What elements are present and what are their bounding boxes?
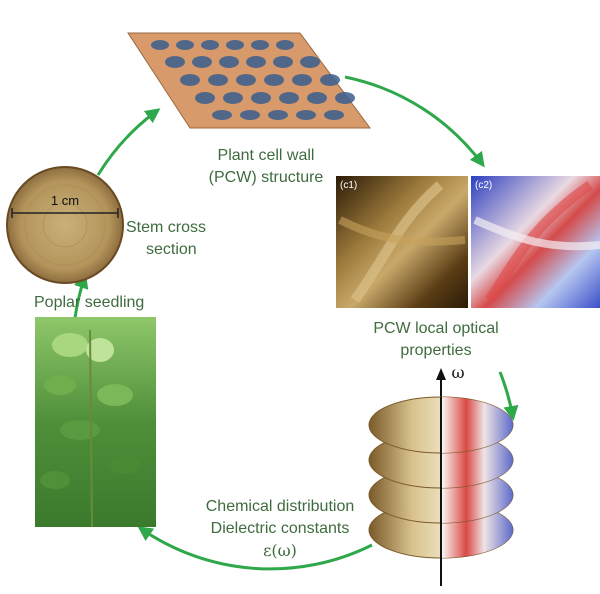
stem-label: Stem cross section [126,217,236,261]
pcw-structure-label: Plant cell wall (PCW) structure [186,145,346,189]
omega-axis-label: ω [451,363,465,382]
chemical-label-line3: ε(ω) [263,541,297,560]
panel-c1-tag: (c1) [340,180,358,191]
dielectric-disc-stack [368,368,514,586]
panel-c2-tag: (c2) [475,180,493,191]
optical-label: PCW local optical properties [346,318,526,362]
stem-label-line2: section [146,241,197,258]
arrow-stem-to-pcw [96,108,161,176]
pcw-structure-label-line2: (PCW) structure [208,169,324,186]
stem-label-line1: Stem cross [126,219,207,236]
poplar-seedling-image [35,317,156,528]
chemical-label-line1: Chemical distribution [205,498,355,515]
chemical-label: Chemical distribution Dielectric constan… [185,496,375,562]
optical-label-line1: PCW local optical [373,320,499,337]
optical-label-line2: properties [400,342,472,359]
arrow-disc-to-seedling [137,526,373,571]
chemical-label-line2: Dielectric constants [210,520,350,537]
scale-bar-label: 1 cm [50,193,80,208]
stem-cross-section-image [6,166,124,284]
pcw-structure-image [127,32,371,129]
arrow-pcw-to-optical [344,75,485,168]
optical-panel-c2 [471,176,600,308]
arrow-optical-to-disc [498,371,519,421]
seedling-label: Poplar seedling [34,294,145,311]
optical-panel-c1 [336,176,468,308]
pcw-structure-label-line1: Plant cell wall [217,147,315,164]
